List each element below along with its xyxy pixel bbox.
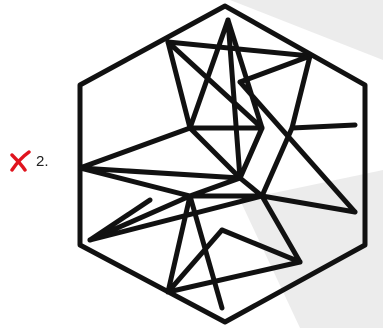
figure-line: [292, 125, 355, 128]
figure-line: [240, 56, 310, 82]
figure-line: [262, 128, 292, 196]
figure-line: [190, 128, 240, 178]
figure-line: [240, 178, 262, 196]
figure-line: [190, 20, 228, 128]
figure-line: [292, 56, 310, 128]
figure-line: [240, 128, 262, 178]
figure-line: [190, 178, 240, 196]
figure-line: [80, 128, 190, 168]
